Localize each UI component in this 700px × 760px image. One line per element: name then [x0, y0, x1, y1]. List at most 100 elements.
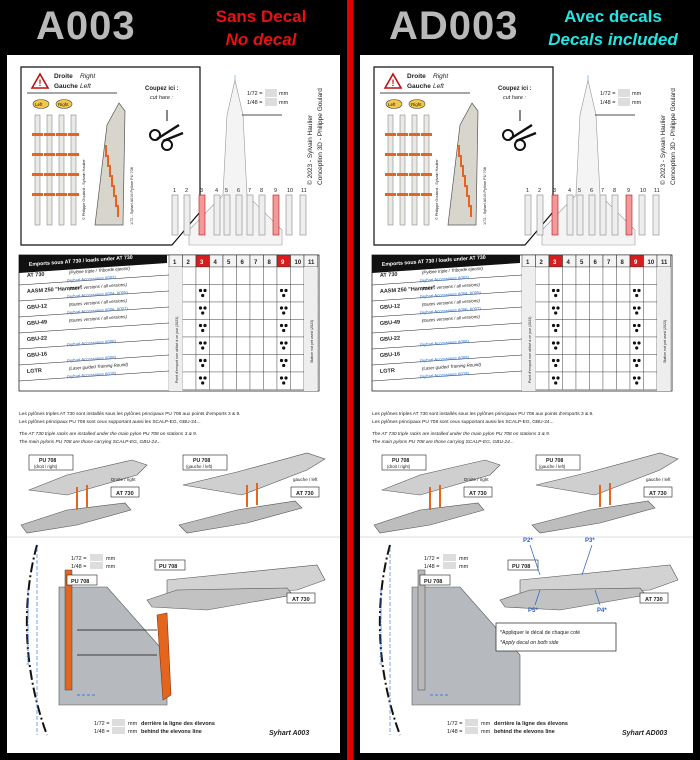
table-cell: [290, 371, 305, 390]
table-cell: [602, 301, 617, 320]
table-cell: [589, 284, 604, 303]
table-cell: [535, 284, 550, 303]
table-cell: [236, 319, 251, 338]
station-pylon: [285, 194, 293, 236]
load-name: AASM 250 "Hammer": [380, 285, 436, 295]
paragraph-en-2: The main pylons PU 708 are those carryin…: [372, 439, 514, 445]
row-divider: [371, 274, 523, 286]
load-dot: [279, 306, 284, 310]
table-cell: [222, 354, 237, 373]
pylon-tab: [44, 193, 55, 196]
table-cell: [548, 371, 563, 390]
credit-1: © 2023 - Sylvain Haulier: [659, 114, 667, 185]
at730-side-box: [286, 592, 316, 604]
load-desc: (Pylône triple / Triborde ejector): [69, 266, 131, 275]
pylon-tab: [32, 193, 43, 196]
load-dot: [284, 288, 288, 293]
load-ref: (Syhart Accessoires A002): [67, 275, 117, 283]
orange-stripe: [117, 205, 119, 217]
orange-stripe: [468, 195, 470, 207]
load-dot: [556, 376, 560, 380]
scale-72-bottom: 1/72 =: [71, 556, 86, 562]
load-name: AT 730: [380, 272, 398, 279]
pu708-side-box: [154, 559, 186, 571]
orange-pylon-detail: [156, 612, 172, 701]
load-dot: [198, 376, 203, 380]
load-dot: [551, 358, 556, 363]
table-cell: [263, 336, 278, 355]
pylon-tab: [68, 153, 79, 156]
load-desc: (toutes versions / all versions): [422, 314, 481, 323]
load-dot: [201, 328, 205, 333]
table-cell: [290, 336, 305, 355]
blurred-value: [265, 89, 277, 97]
station-label: 3: [553, 188, 556, 194]
station-label: 10: [640, 188, 646, 194]
load-dot: [554, 346, 558, 350]
table-cell: [249, 319, 264, 338]
table-cell: [562, 284, 577, 303]
load-dot: [556, 288, 560, 293]
table-cell: [236, 336, 251, 355]
pylon-tab: [68, 133, 79, 136]
at730-drawing-left: [178, 500, 303, 534]
station-header: 11: [661, 260, 668, 266]
pylon-rail: [399, 114, 406, 226]
load-name: AASM 250 "Hammer": [27, 285, 83, 295]
station-header: 7: [254, 260, 258, 266]
decal-status-en: No decal: [225, 30, 297, 49]
scale-72: 1/72 =: [600, 91, 615, 97]
load-dot: [282, 293, 286, 298]
table-cell: [195, 284, 210, 303]
at730-drawing-right: [20, 502, 132, 534]
pylon-tab: [44, 153, 55, 156]
table-cell: [548, 301, 563, 320]
pu708-bottom-label: PU 708: [424, 579, 442, 585]
table-cell: [643, 354, 658, 373]
station-label: 1: [173, 188, 176, 194]
unit-mm: mm: [632, 100, 642, 106]
right-tag-text: Right: [411, 102, 422, 107]
load-ref: (Syhart Accessoires A009): [420, 355, 470, 363]
right-tag-text: Right: [58, 102, 69, 107]
pu708-drawing-left: [182, 452, 326, 496]
decal-label: P3*: [585, 538, 595, 544]
load-dot: [556, 358, 560, 363]
pylon-tab: [397, 173, 408, 176]
pylon-rail: [423, 114, 430, 226]
gauche-left-label: gauche / left: [646, 477, 671, 482]
load-name: GBU-12: [380, 304, 401, 311]
table-cell: [616, 319, 631, 338]
left-tag-text: Left: [35, 102, 43, 107]
pu708-right-sub: (droit / right): [34, 464, 58, 469]
station-label: 6: [590, 188, 593, 194]
load-dot: [554, 311, 558, 315]
wing-section: [411, 586, 521, 706]
pylon-tab: [397, 133, 408, 136]
station-1-unused: [169, 267, 183, 391]
table-cell: [222, 336, 237, 355]
load-dot: [551, 288, 556, 293]
station-header: 5: [227, 260, 231, 266]
table-cell: [535, 319, 550, 338]
warning-icon-mark: !: [392, 78, 395, 88]
pylon-tab: [385, 153, 396, 156]
load-dot: [637, 376, 641, 380]
at730-label-box-left: [643, 486, 673, 498]
load-dot: [632, 323, 637, 328]
scale-72-foot: 1/72 =: [447, 721, 462, 727]
load-dot: [635, 328, 639, 333]
station-header: 2: [187, 260, 191, 266]
sheet-footer: Syhart A003: [269, 730, 309, 737]
load-dot: [637, 358, 641, 363]
side-credit-2: 1/72 - Syhart A016 Pylône PU 708: [130, 167, 134, 225]
load-dot: [554, 381, 558, 385]
station-header: 10: [295, 260, 302, 266]
table-cell: [290, 319, 305, 338]
station-pylon: [299, 194, 307, 236]
load-dot: [551, 376, 556, 380]
load-dot: [201, 311, 205, 315]
station-header: 8: [268, 260, 272, 266]
table-cell: [209, 371, 224, 390]
table-cell: [195, 319, 210, 338]
